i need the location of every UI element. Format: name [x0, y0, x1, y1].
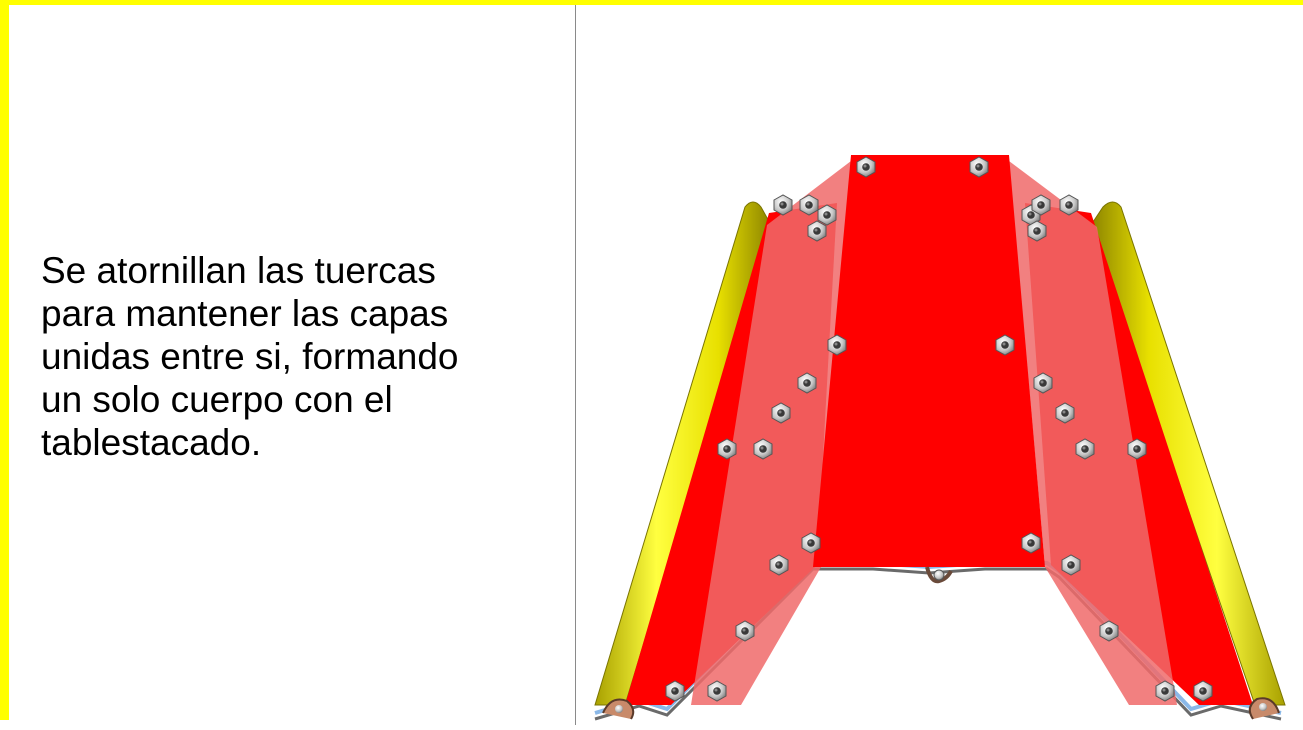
description-line: un solo cuerpo con el — [41, 379, 393, 420]
description-line: unidas entre si, formando — [41, 336, 459, 377]
sheet-pile-bolted-plates-illustration-icon — [594, 155, 1286, 721]
description-line: Se atornillan las tuercas — [41, 250, 436, 291]
description-line: tablestacado. — [41, 422, 262, 463]
column-divider — [575, 5, 576, 725]
description-line: para mantener las capas — [41, 293, 449, 334]
sheet-pile-illustration — [581, 135, 1297, 725]
description-text: Se atornillan las tuercas para mantener … — [41, 249, 541, 464]
